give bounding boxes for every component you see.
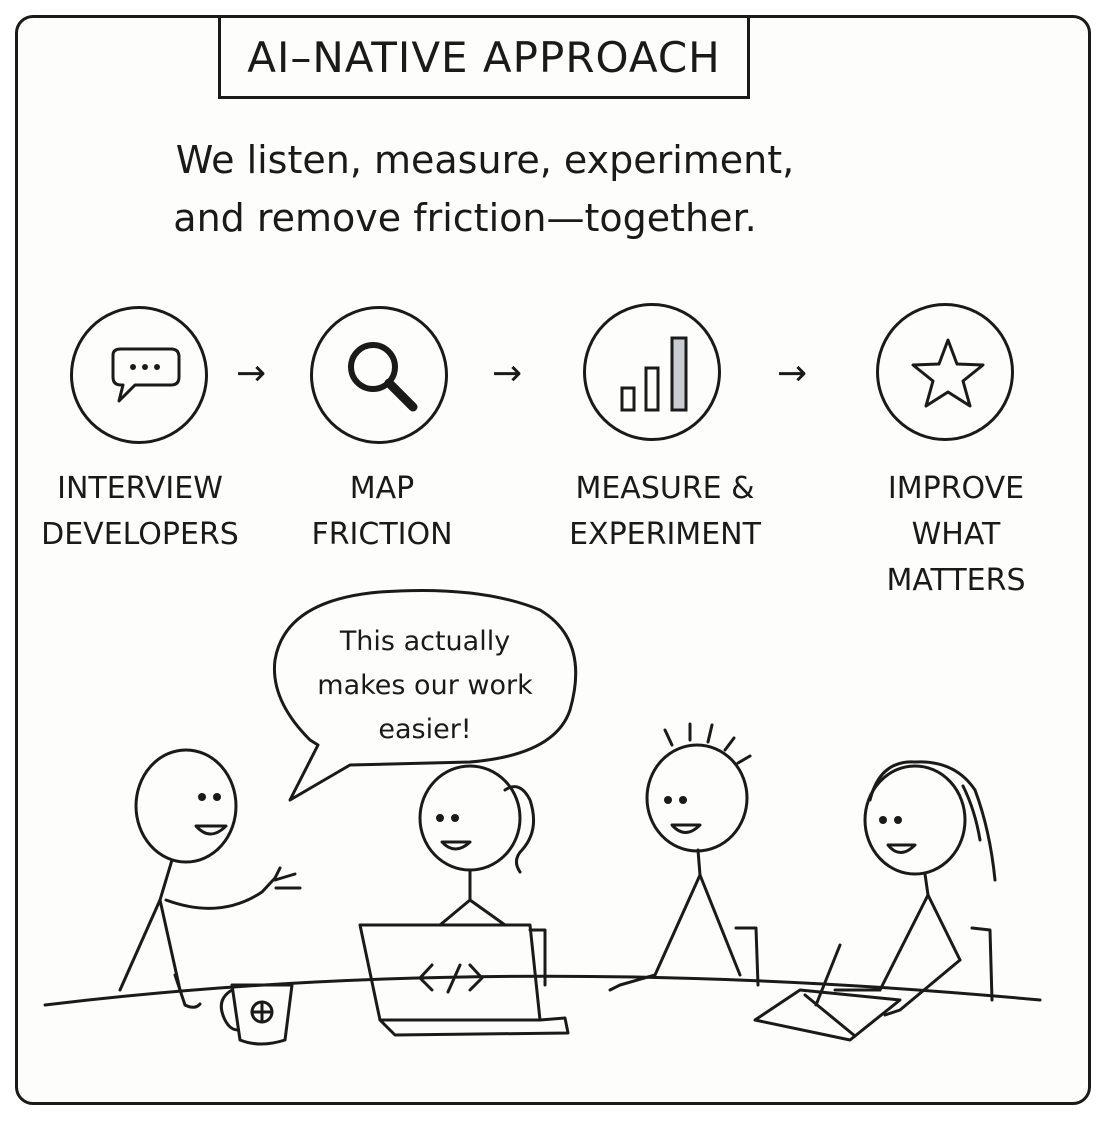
step-label-improve: IMPROVE WHAT MATTERS bbox=[836, 466, 1076, 604]
comic-panel-frame bbox=[15, 15, 1091, 1105]
step-circle-interview bbox=[70, 306, 208, 444]
step-label-line: MEASURE & bbox=[575, 471, 755, 506]
step-label-line: WHAT bbox=[911, 517, 1001, 552]
step-circle-measure bbox=[583, 303, 721, 441]
step-label-line: DEVELOPERS bbox=[41, 517, 239, 552]
step-label-interview: INTERVIEW DEVELOPERS bbox=[20, 466, 260, 558]
step-label-line: IMPROVE bbox=[887, 471, 1025, 506]
panel-title-text: AI–NATIVE APPROACH bbox=[247, 32, 721, 82]
step-label-line: FRICTION bbox=[311, 517, 453, 552]
person-1 bbox=[118, 748, 302, 1009]
subtitle-line-1: We listen, measure, experiment, bbox=[175, 138, 795, 182]
speech-bubble-icon bbox=[111, 347, 181, 403]
magnifying-glass-icon bbox=[348, 342, 418, 412]
person-2 bbox=[418, 764, 536, 927]
step-label-line: MAP bbox=[349, 471, 415, 506]
step-circle-map bbox=[310, 306, 448, 444]
notebook-icon bbox=[753, 988, 902, 1042]
person-4 bbox=[833, 760, 997, 1017]
laptop-icon bbox=[358, 923, 570, 1037]
pen-icon bbox=[814, 943, 842, 1007]
arrow-icon-1: → bbox=[236, 353, 267, 394]
step-circle-improve bbox=[876, 303, 1014, 441]
step-label-line: INTERVIEW bbox=[57, 471, 223, 506]
speech-bubble bbox=[272, 588, 578, 802]
step-label-map: MAP FRICTION bbox=[262, 466, 502, 558]
mug-icon bbox=[219, 983, 294, 1046]
step-label-measure: MEASURE & EXPERIMENT bbox=[545, 466, 785, 558]
person-3 bbox=[608, 722, 752, 992]
star-icon bbox=[911, 338, 985, 408]
bar-chart-icon bbox=[620, 336, 688, 412]
table-edge bbox=[43, 974, 1042, 1007]
arrow-icon-2: → bbox=[492, 353, 523, 394]
speech-line: makes our work bbox=[317, 670, 533, 701]
speech-line: easier! bbox=[378, 714, 472, 745]
step-label-line: EXPERIMENT bbox=[569, 517, 761, 552]
speech-line: This actually bbox=[339, 626, 511, 657]
subtitle-line-2: and remove friction—together. bbox=[173, 196, 757, 240]
panel-title: AI–NATIVE APPROACH bbox=[218, 15, 750, 99]
step-label-line: MATTERS bbox=[886, 563, 1026, 598]
speech-bubble-text: This actually makes our work easier! bbox=[290, 620, 560, 752]
arrow-icon-3: → bbox=[777, 353, 808, 394]
